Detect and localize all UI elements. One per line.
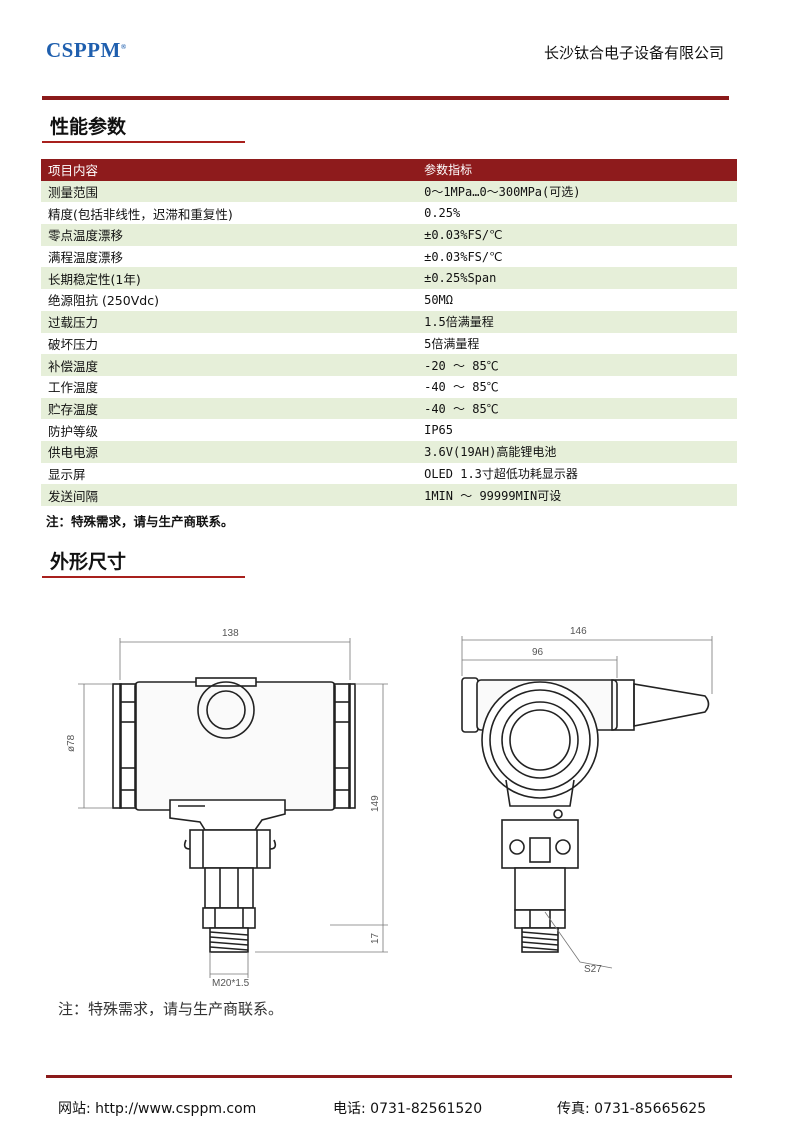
dimension-drawing: 138 ø78 149 17 M20*1.5 146 96 S27 <box>66 626 713 989</box>
dim-front-diameter: ø78 <box>66 734 77 752</box>
spec-item: 工作温度 <box>41 375 422 398</box>
spec-value: 参数指标 <box>421 159 737 181</box>
front-view <box>112 677 356 953</box>
spec-item: 防护等级 <box>41 419 422 441</box>
table-row: 精度(包括非线性，迟滞和重复性)0.25% <box>41 202 737 225</box>
footer-divider <box>46 1075 732 1078</box>
spec-value: -40 ～ 85℃ <box>421 397 737 420</box>
section-title-dimensions: 外形尺寸 <box>50 551 127 573</box>
spec-item: 发送间隔 <box>41 484 422 506</box>
spec-item: 过载压力 <box>41 310 422 333</box>
spec-value: 0～1MPa…0～300MPa(可选) <box>421 180 737 203</box>
table-row: 贮存温度-40 ～ 85℃ <box>41 397 737 420</box>
footer-website: 网站: http://www.csppm.com <box>58 1101 257 1117</box>
table-row: 工作温度-40 ～ 85℃ <box>41 375 737 398</box>
spec-value: 1MIN ～ 99999MIN可设 <box>421 484 737 506</box>
section-title-performance: 性能参数 <box>50 116 127 138</box>
side-view <box>461 677 710 953</box>
spec-item: 精度(包括非线性，迟滞和重复性) <box>41 202 422 225</box>
drawing-note: 注：特殊需求，请与生产商联系。 <box>58 1000 284 1018</box>
dim-side-wrench: S27 <box>584 964 602 975</box>
spec-item: 补偿温度 <box>41 354 422 376</box>
spec-item: 满程温度漂移 <box>41 245 422 268</box>
company-name: 长沙钛合电子设备有限公司 <box>543 44 724 62</box>
spec-item: 绝源阻抗 (250Vdc) <box>41 289 422 311</box>
footer-fax: 传真: 0731-85665625 <box>557 1101 707 1117</box>
spec-item: 显示屏 <box>41 462 422 485</box>
dim-front-thread: M20*1.5 <box>212 978 250 989</box>
spec-item: 供电电源 <box>41 440 422 463</box>
spec-item: 项目内容 <box>41 159 422 181</box>
spec-value: ±0.03%FS/℃ <box>421 245 737 268</box>
spec-item: 破坏压力 <box>41 332 422 355</box>
company-logo: CSPPM® <box>46 38 127 62</box>
table-header-row: 项目内容参数指标 <box>41 159 737 181</box>
spec-value: 50MΩ <box>421 289 737 311</box>
table-row: 补偿温度-20 ～ 85℃ <box>41 354 737 376</box>
footer-phone: 电话: 0731-82561520 <box>333 1101 483 1117</box>
dim-front-bottom: 17 <box>370 932 381 944</box>
table-row: 满程温度漂移±0.03%FS/℃ <box>41 245 737 268</box>
spec-value: -40 ～ 85℃ <box>421 375 737 398</box>
spec-value: ±0.03%FS/℃ <box>421 224 737 246</box>
spec-value: 5倍满量程 <box>421 332 737 355</box>
header-divider <box>42 96 729 100</box>
spec-item: 测量范围 <box>41 180 422 203</box>
dim-side-inner: 96 <box>532 647 544 658</box>
spec-item: 贮存温度 <box>41 397 422 420</box>
section-underline <box>42 576 245 578</box>
spec-value: -20 ～ 85℃ <box>421 354 737 376</box>
spec-item: 零点温度漂移 <box>41 224 422 246</box>
table-row: 零点温度漂移±0.03%FS/℃ <box>41 224 737 246</box>
spec-value: 3.6V(19AH)高能锂电池 <box>421 440 737 463</box>
dim-front-width: 138 <box>222 628 239 639</box>
section-underline <box>42 141 245 143</box>
table-row: 绝源阻抗 (250Vdc)50MΩ <box>41 289 737 311</box>
table-row: 长期稳定性(1年)±0.25%Span <box>41 267 737 290</box>
spec-value: OLED 1.3寸超低功耗显示器 <box>421 462 737 485</box>
dim-front-height: 149 <box>370 795 381 812</box>
spec-value: IP65 <box>421 419 737 441</box>
special-note: 注：特殊需求，请与生产商联系。 <box>46 514 234 529</box>
spec-value: 0.25% <box>421 202 737 225</box>
spec-value: 1.5倍满量程 <box>421 310 737 333</box>
spec-item: 长期稳定性(1年) <box>41 267 422 290</box>
dim-side-width: 146 <box>570 626 587 637</box>
spec-value: ±0.25%Span <box>421 267 737 290</box>
